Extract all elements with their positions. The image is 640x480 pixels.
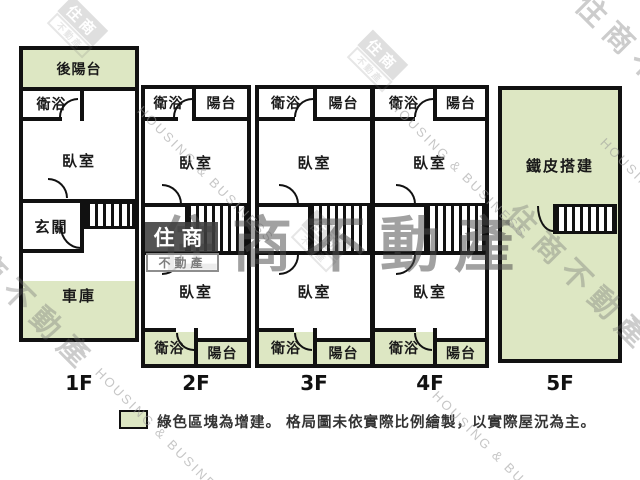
legend-text: 綠色區塊為增建。 格局圖未依實際比例繪製，以實際屋況為主。 xyxy=(157,415,597,431)
room-label-bath-1f: 衛浴 xyxy=(36,96,67,112)
stairs-1f xyxy=(84,201,135,229)
brand-logo-top-text: 住商 xyxy=(145,222,218,252)
room-label-bedroom-lower-2f: 臥室 xyxy=(178,284,213,301)
wall xyxy=(23,249,84,253)
room-label-bath-top-3f: 衛浴 xyxy=(271,95,301,111)
wall xyxy=(198,338,247,342)
room-label-bath-top-4f: 衛浴 xyxy=(389,95,419,111)
room-label-balcony-top-2f: 陽台 xyxy=(206,95,237,111)
wall xyxy=(23,199,135,203)
floor-label-1f: 1F xyxy=(65,371,93,395)
wall xyxy=(196,117,247,121)
room-label-bedroom-upper-2f: 臥室 xyxy=(178,154,213,172)
diagonal-housing-watermark: HOUSING & BUSINESS xyxy=(429,388,573,480)
room-label-bath-bottom-4f: 衛浴 xyxy=(389,340,419,356)
floor-label-3f: 3F xyxy=(300,371,328,395)
room-label-bedroom-1f: 臥室 xyxy=(61,152,96,170)
wall xyxy=(192,89,196,121)
room-balcony-bottom-4f xyxy=(437,342,485,364)
room-label-balcony-top-3f: 陽台 xyxy=(328,95,359,111)
room-label-garage-1f: 車庫 xyxy=(61,288,96,305)
wall xyxy=(317,338,370,342)
wall xyxy=(313,328,317,364)
stairs-4f xyxy=(424,203,485,255)
room-garage-addition-1f xyxy=(23,281,135,338)
room-label-bedroom-lower-4f: 臥室 xyxy=(412,284,447,301)
room-label-balcony-bottom-3f: 陽台 xyxy=(328,345,359,361)
floor-label-2f: 2F xyxy=(182,371,210,395)
wall xyxy=(375,117,415,121)
room-label-entry-1f: 玄關 xyxy=(34,218,69,236)
wall xyxy=(317,117,370,121)
wall xyxy=(80,203,84,253)
wall xyxy=(433,328,437,364)
room-back-balcony-1f xyxy=(23,50,135,87)
brand-logo-bottom-text: 不動產 xyxy=(146,253,219,272)
room-label-balcony-bottom-4f: 陽台 xyxy=(446,345,476,361)
wall xyxy=(259,328,294,332)
ghost-logo-watermark: 住商 不動產 xyxy=(346,29,409,93)
wall xyxy=(145,328,176,332)
wall xyxy=(437,338,485,342)
room-balcony-bottom-2f xyxy=(198,342,247,364)
room-label-balcony-top-4f: 陽台 xyxy=(446,95,476,111)
wall xyxy=(375,251,485,255)
wall xyxy=(259,251,370,255)
wall xyxy=(437,117,485,121)
wall xyxy=(375,328,416,332)
room-label-metal-structure-5f: 鐵皮搭建 xyxy=(525,157,594,175)
legend-green-swatch xyxy=(119,410,148,429)
room-label-bedroom-upper-3f: 臥室 xyxy=(297,154,332,172)
wall xyxy=(23,87,135,91)
room-label-bath-bottom-3f: 衛浴 xyxy=(271,340,301,356)
brand-logo-watermark: 住商 不動產 xyxy=(145,222,219,272)
room-label-bedroom-upper-4f: 臥室 xyxy=(412,154,447,172)
room-label-bath-bottom-2f: 衛浴 xyxy=(154,340,185,356)
wall xyxy=(433,89,437,121)
wall xyxy=(80,91,84,121)
wall xyxy=(259,117,295,121)
room-balcony-bottom-3f xyxy=(317,342,370,364)
wall xyxy=(194,328,198,364)
wall xyxy=(145,117,178,121)
stairs-5f xyxy=(553,204,617,234)
wall xyxy=(23,117,62,121)
floor-label-4f: 4F xyxy=(416,371,444,395)
wall xyxy=(313,89,317,121)
room-label-back-balcony-1f: 後陽台 xyxy=(56,60,102,77)
room-label-bedroom-lower-3f: 臥室 xyxy=(297,284,332,301)
floor-label-5f: 5F xyxy=(546,371,574,395)
room-label-balcony-bottom-2f: 陽台 xyxy=(207,345,238,361)
